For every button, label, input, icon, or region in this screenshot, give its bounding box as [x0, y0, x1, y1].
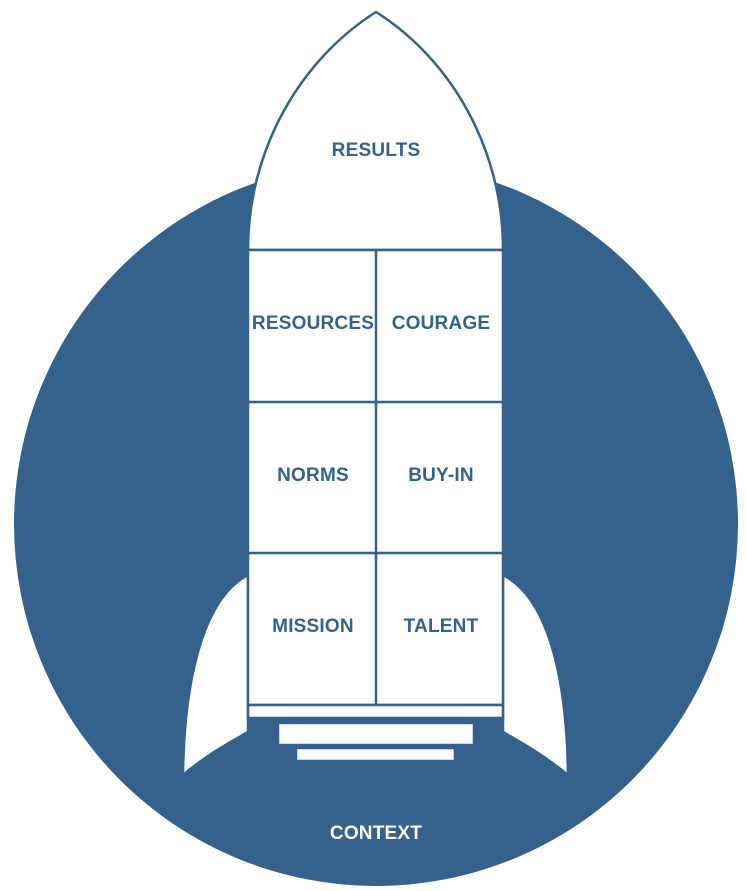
nose-cone	[246, 10, 505, 252]
label-mission: MISSION	[272, 616, 354, 637]
rocket-exhaust	[294, 746, 457, 763]
label-context: CONTEXT	[330, 823, 422, 844]
label-talent: TALENT	[404, 616, 479, 637]
label-norms: NORMS	[277, 465, 349, 486]
rocket-base	[246, 703, 505, 720]
label-resources: RESOURCES	[252, 313, 374, 334]
label-buy-in: BUY-IN	[408, 465, 474, 486]
label-results: RESULTS	[332, 140, 421, 161]
rocket-base	[276, 721, 476, 747]
left-fin	[181, 573, 250, 777]
right-fin	[501, 573, 570, 777]
label-courage: COURAGE	[392, 313, 491, 334]
